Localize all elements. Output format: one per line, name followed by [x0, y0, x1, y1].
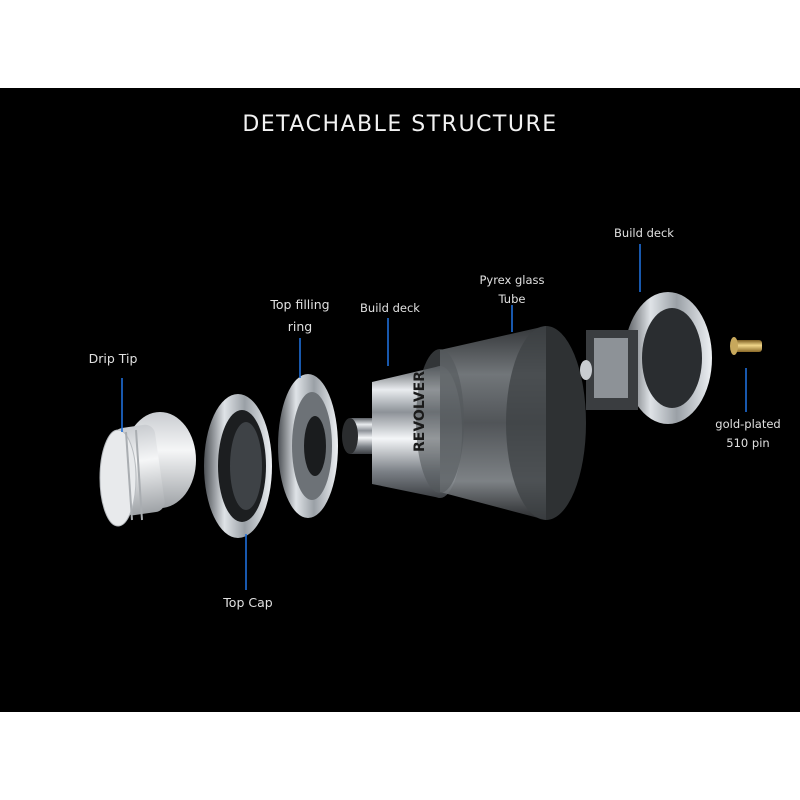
brand-engraving: REVOLVER: [412, 371, 428, 452]
label-build-deck-center: Build deck: [360, 301, 420, 315]
label-top-filling-ring-line2: ring: [287, 319, 313, 334]
leader-lines: [121, 244, 747, 590]
gold-510-pin-part: [730, 337, 762, 355]
label-build-deck-right: Build deck: [614, 226, 674, 240]
label-pin-line1: gold-plated: [715, 417, 781, 431]
label-gold-plated-510-pin: gold-plated 510 pin: [704, 415, 792, 453]
page-title: DETACHABLE STRUCTURE: [242, 112, 558, 137]
drip-tip-part: [99, 412, 196, 527]
top-cap-part: [204, 394, 272, 538]
label-pyrex-glass-tube: Pyrex glass Tube: [468, 271, 556, 309]
label-top-filling-ring: Top filling ring: [258, 294, 342, 338]
label-pin-line2: 510 pin: [726, 436, 770, 450]
label-top-filling-ring-line1: Top filling: [270, 297, 330, 312]
label-drip-tip: Drip Tip: [88, 351, 138, 366]
label-pyrex-line1: Pyrex glass: [479, 273, 545, 287]
label-pyrex-line2: Tube: [498, 292, 526, 306]
top-filling-ring-part: [278, 374, 338, 518]
label-top-cap: Top Cap: [223, 595, 273, 610]
right-build-deck-part: [580, 292, 712, 424]
tank-body-part: REVOLVER: [342, 326, 586, 520]
